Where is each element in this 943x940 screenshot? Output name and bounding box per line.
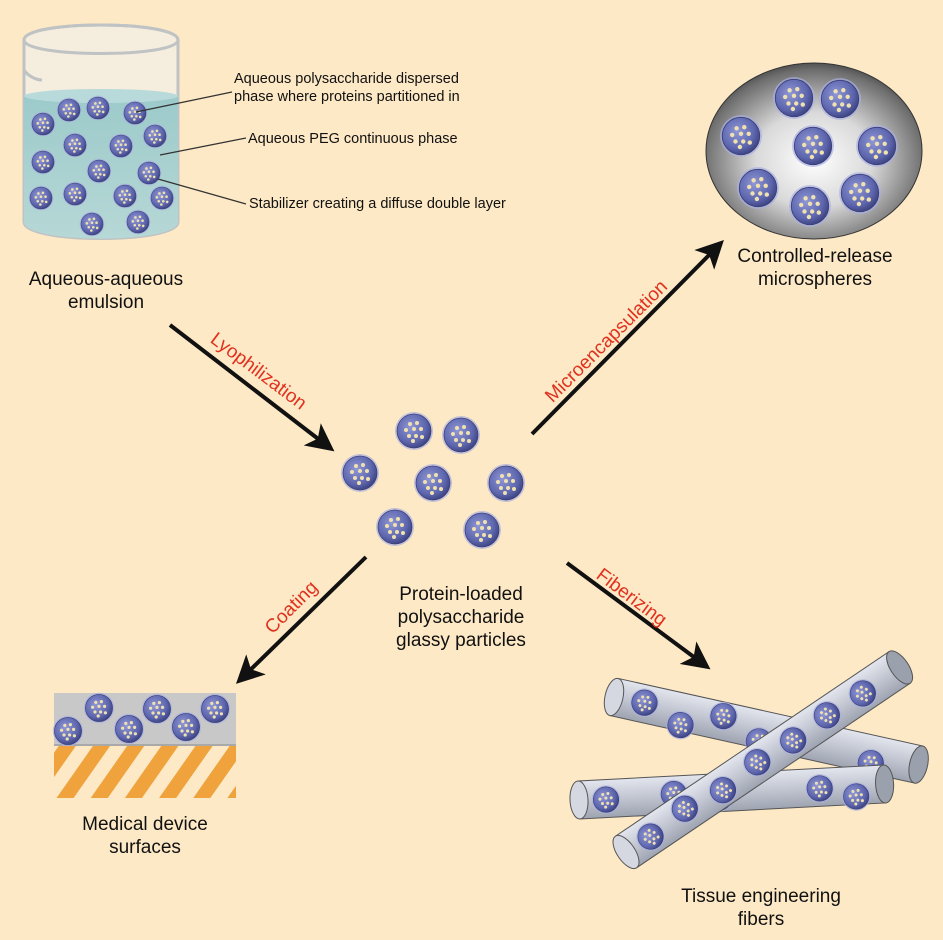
microspheres-label-line-2: microspheres [757,268,873,290]
microsphere-icon [705,62,923,240]
emulsion-droplet [28,185,54,211]
particles-label-line-3: glassy particles [396,629,526,651]
emulsion-droplet [122,100,148,126]
fibers-label-line-1: Tissue engineering [681,886,841,907]
surfaces-label: Medical device surfaces [40,814,250,860]
coating-particle [52,715,84,747]
glassy-particle-icon [462,510,502,550]
microsphere-core [772,76,816,120]
emulsion-droplet [112,183,138,209]
glassy-particle-icon [394,411,434,451]
particles-label-line-2: polysaccharide [397,606,525,628]
leader-line-continuous [159,137,247,156]
emulsion-droplet [62,132,88,158]
coated-surface-icon [52,692,236,798]
glassy-particle-icon [375,507,415,547]
emulsion-droplet [56,97,82,123]
microsphere-core [788,184,832,228]
coating-particle [113,713,145,745]
surfaces-label-line-1: Medical device [82,814,208,835]
emulsion-droplet [62,181,88,207]
emulsion-droplet [86,158,112,184]
emulsion-label-line-2: emulsion [67,291,145,313]
emulsion-droplet [30,111,56,137]
stabilizer-annotation: Stabilizer creating a diffuse double lay… [249,196,506,212]
emulsion-label: Aqueous-aqueous emulsion [0,269,212,315]
fibers-label-line-2: fibers [737,908,785,930]
glassy-particle-icon [340,453,380,493]
glassy-particles-cluster [340,411,526,550]
microencapsulation-arrow-icon [530,240,724,436]
fiberizing-arrow-icon [565,561,711,670]
microsphere-core [791,124,835,168]
beaker-icon [22,23,180,240]
coating-particle [83,692,115,724]
emulsion-droplet [85,95,111,121]
dispersed-phase-line-1: Aqueous polysaccharide dispersed [234,71,459,87]
particles-label-line-1: Protein-loaded [399,584,523,605]
lyophilization-arrow-icon [168,323,335,452]
glassy-particle-icon [441,415,481,455]
microsphere-core [818,77,862,121]
emulsion-droplet [149,185,175,211]
coating-particle [199,693,231,725]
glassy-particle-icon [413,463,453,503]
continuous-phase-annotation: Aqueous PEG continuous phase [248,131,458,147]
coating-arrow-icon [235,555,368,684]
leader-line-stabilizer [157,178,247,205]
microspheres-label: Controlled-release microspheres [705,246,925,292]
emulsion-droplet [79,211,105,237]
surfaces-label-line-2: surfaces [109,836,181,858]
dispersed-phase-line-2: phase where proteins partitioned in [234,89,460,106]
microsphere-core [855,124,899,168]
fibers-label: Tissue engineering fibers [651,886,871,932]
emulsion-droplet [142,123,168,149]
emulsion-label-line-1: Aqueous-aqueous [28,269,184,290]
microsphere-core [719,114,763,158]
leader-line-dispersed [135,91,233,113]
coating-particle [170,711,202,743]
emulsion-droplet [30,149,56,175]
particles-label: Protein-loaded polysaccharide glassy par… [351,584,571,652]
coating-particle [141,693,173,725]
microsphere-core [736,166,780,210]
emulsion-droplet [108,133,134,159]
microspheres-label-line-1: Controlled-release [737,246,893,267]
dispersed-phase-annotation: Aqueous polysaccharide dispersed phase w… [234,70,534,106]
glassy-particle-icon [486,463,526,503]
emulsion-droplet [136,160,162,186]
fiber-icon [569,650,929,870]
emulsion-droplet [125,209,151,235]
microsphere-core [838,171,882,215]
